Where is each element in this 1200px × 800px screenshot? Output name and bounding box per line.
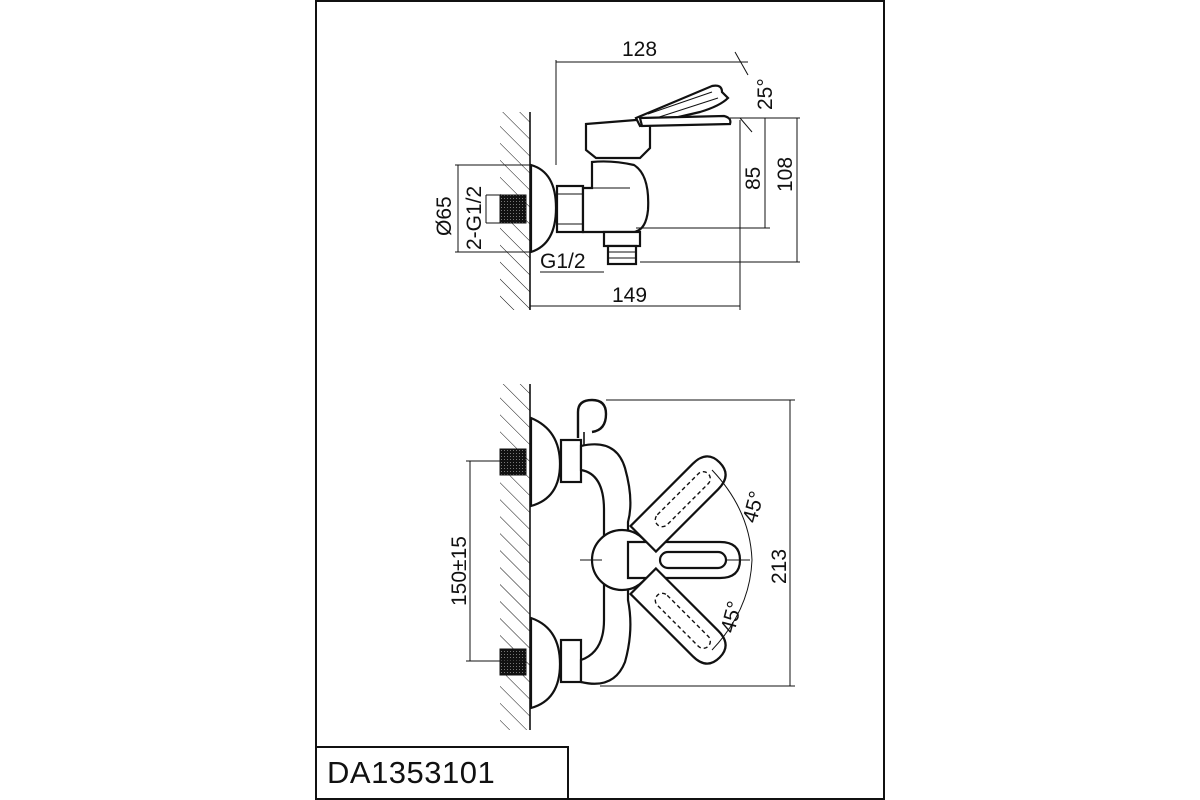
dim-outlet-thread: G1/2: [540, 250, 586, 273]
dim-height-85: 85: [742, 167, 765, 190]
lever-ghost-lower: [628, 566, 727, 665]
escutcheon-side: [529, 163, 558, 254]
outlet-nut-side: [602, 230, 642, 248]
nut-side: [555, 184, 585, 234]
front-view: 150±15 45° 45° 213: [448, 384, 795, 730]
dim-width-bottom: 149: [612, 284, 647, 307]
dim-diameter: Ø65: [433, 196, 456, 236]
wall-hatch-front: [500, 384, 530, 730]
dim-angle-handle: 25°: [754, 78, 777, 110]
outlet-thread-side: [606, 244, 638, 266]
dim-total-height: 213: [768, 549, 791, 584]
dim-width-top: 128: [622, 38, 657, 61]
mixer-body-side: [581, 160, 650, 234]
model-code: DA1353101: [327, 755, 496, 790]
side-view: 128 25° 85 108 Ø65 2-G1/2 G1/2 149: [433, 38, 800, 310]
dim-inlet-spacing: 150±15: [448, 536, 471, 606]
nut-lower: [559, 638, 583, 684]
shower-holder-hook: [576, 398, 608, 438]
lever-tail-side: [638, 114, 732, 128]
dim-angle-lower: 45°: [717, 599, 747, 636]
inlet-knurl-lower: [499, 648, 527, 676]
angle-arc-lower: [711, 559, 753, 651]
lever-side: [634, 84, 730, 128]
inlet-knurl-upper: [499, 448, 527, 476]
sheet-border: [315, 0, 885, 800]
angle-arc-upper: [711, 469, 753, 561]
dim-height-108: 108: [774, 157, 797, 192]
escutcheon-upper: [529, 416, 562, 508]
title-block: DA1353101: [317, 746, 569, 798]
dim-angle-upper: 45°: [739, 489, 769, 526]
lever-slot-front: [658, 550, 728, 570]
escutcheon-lower: [529, 616, 562, 710]
lever-ghost-upper: [628, 455, 727, 554]
dim-inlet-thread: 2-G1/2: [463, 186, 486, 250]
inlet-knurl-side: [499, 194, 527, 224]
nut-upper: [559, 438, 583, 484]
